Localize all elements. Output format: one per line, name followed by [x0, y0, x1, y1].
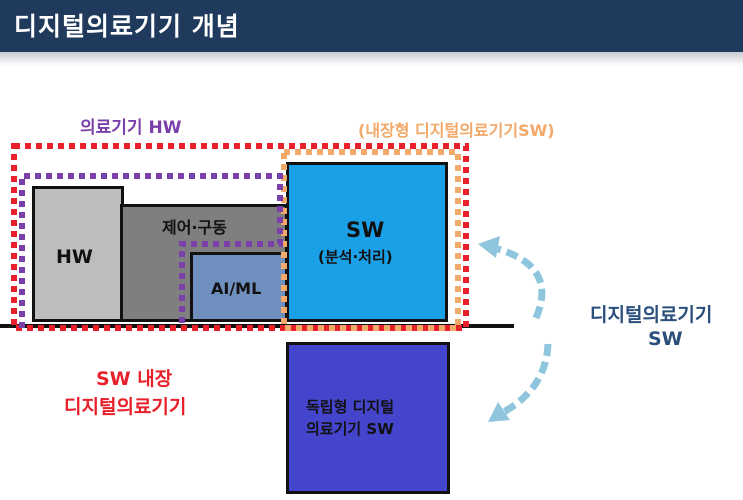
- sw-embedded-device-label-line1: SW 내장: [96, 368, 173, 390]
- header-shadow: [0, 52, 743, 66]
- ground-line: [0, 324, 514, 328]
- sw-embedded-device-label-line2: 디지털의료기기: [64, 396, 187, 418]
- purple-dotted-outline: [19, 173, 283, 328]
- sw-box-subtitle: (분석·처리): [318, 248, 393, 266]
- curved-arrow-down: [498, 343, 552, 418]
- aiml-box: [190, 252, 288, 322]
- standalone-sw-label-line1: 독립형 디지털: [306, 398, 395, 416]
- page-title: 디지털의료기기 개념: [14, 12, 240, 41]
- hw-box: [32, 186, 124, 322]
- arrow-head-down: [488, 402, 510, 422]
- digital-sw-label-line1: 디지털의료기기: [590, 304, 713, 326]
- hw-box-label: HW: [56, 246, 93, 268]
- embedded-sw-label: (내장형 디지털의료기기SW): [358, 121, 555, 140]
- red-dotted-outline: [11, 143, 469, 331]
- header-bar: 디지털의료기기 개념: [0, 0, 743, 52]
- standalone-sw-box: [286, 342, 450, 494]
- arrow-head-up: [478, 236, 500, 258]
- standalone-sw-label-line2: 의료기기 SW: [306, 420, 394, 438]
- digital-sw-label-line2: SW: [648, 328, 683, 350]
- curved-arrow-up: [485, 242, 546, 320]
- aiml-box-label: AI/ML: [211, 279, 262, 298]
- sw-box-title: SW: [346, 218, 385, 242]
- orange-dotted-outline: [281, 149, 461, 331]
- sw-box: [286, 162, 448, 322]
- control-box-label: 제어·구동: [162, 218, 227, 237]
- medical-hw-label: 의료기기 HW: [80, 118, 182, 138]
